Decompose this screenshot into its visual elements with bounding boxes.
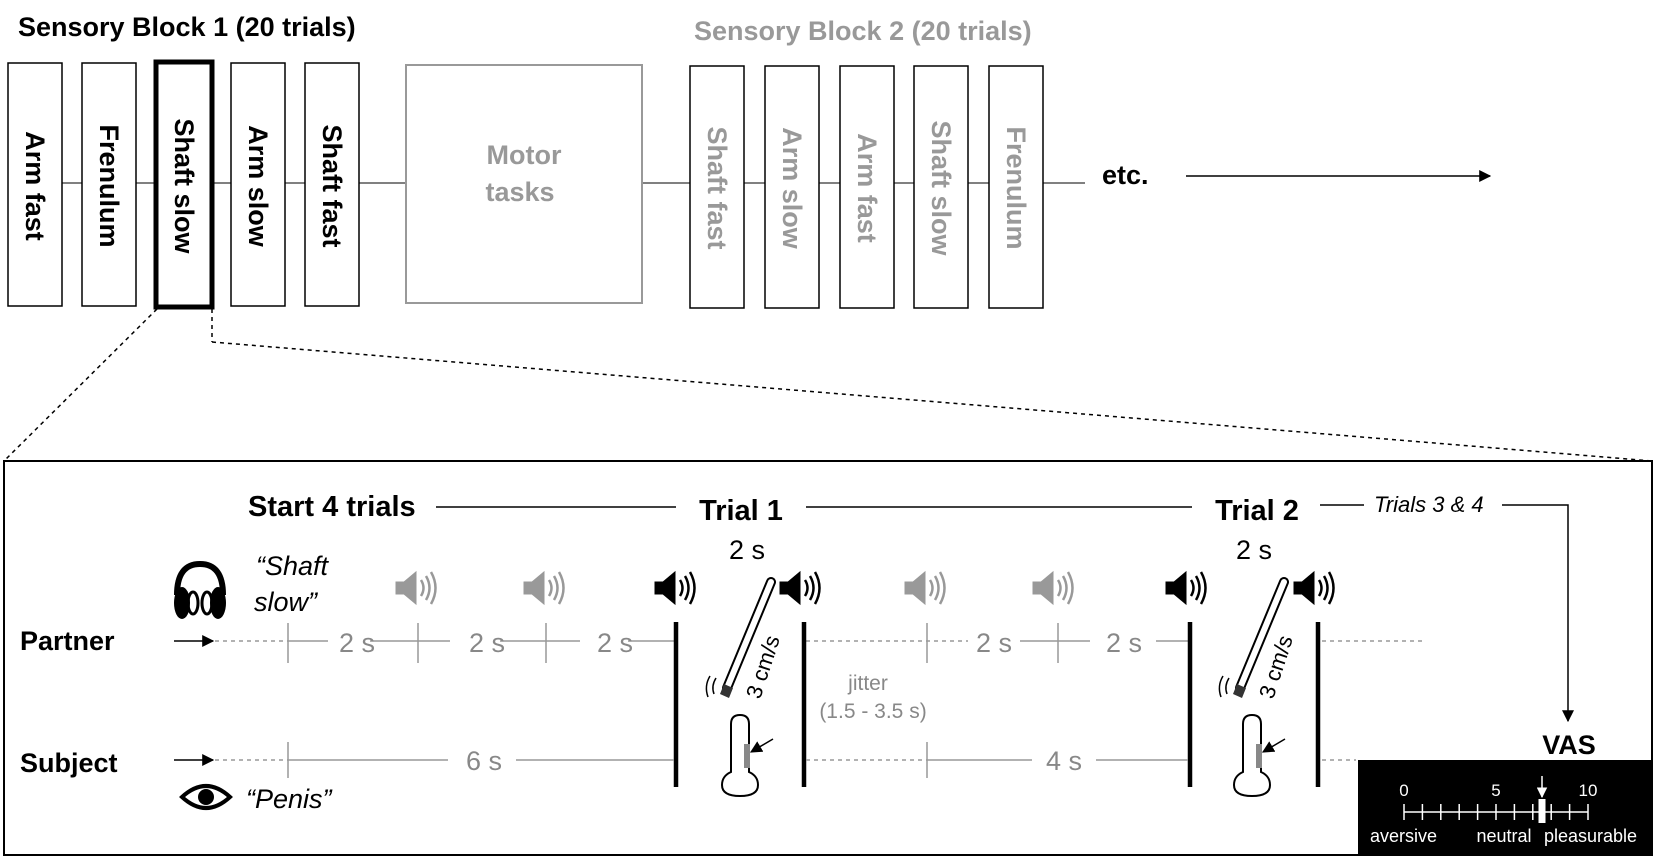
block1-label-4: Arm slow bbox=[243, 125, 273, 248]
start-label: Start 4 trials bbox=[248, 491, 416, 523]
trials34-arrow bbox=[1502, 504, 1574, 723]
block2-label-3: Arm fast bbox=[852, 133, 882, 243]
box2-3 bbox=[839, 65, 895, 309]
block2-label-5: Frenulum bbox=[1001, 126, 1031, 249]
block1-label-3: Shaft slow bbox=[169, 118, 199, 254]
box-frenulum bbox=[81, 62, 137, 307]
partner-cue-line2: slow” bbox=[254, 587, 318, 617]
box-arm-slow bbox=[230, 62, 286, 307]
block1-boxes: Arm fast Frenulum Shaft slow Arm slow Sh… bbox=[7, 59, 360, 310]
trial2-duration: 2 s bbox=[1236, 535, 1272, 565]
vas-tick-10: 10 bbox=[1579, 781, 1598, 800]
brush-icon-1 bbox=[705, 577, 776, 698]
block1-label-1: Arm fast bbox=[20, 131, 50, 241]
vas-scale bbox=[1403, 804, 1589, 820]
block2-label-4: Shaft slow bbox=[926, 120, 956, 256]
penis-icon-1 bbox=[720, 713, 774, 798]
vas-tick-5: 5 bbox=[1491, 781, 1500, 800]
subject-label: Subject bbox=[20, 748, 118, 778]
etc-label: etc. bbox=[1102, 160, 1149, 190]
partner-interval-3: 2 s bbox=[597, 628, 633, 658]
penis-icon-2 bbox=[1232, 713, 1286, 798]
box2-5 bbox=[988, 65, 1044, 309]
partner-cue-line1: “Shaft bbox=[256, 551, 330, 581]
subject-timeline bbox=[215, 742, 1356, 778]
trial1-label: Trial 1 bbox=[699, 495, 783, 527]
partner-interval-4: 2 s bbox=[976, 628, 1012, 658]
vas-title: VAS bbox=[1542, 730, 1596, 760]
motor-label-2: tasks bbox=[485, 177, 554, 207]
zoom-line-right-b bbox=[211, 341, 1653, 462]
zoom-line-left bbox=[3, 308, 158, 462]
box-shaft-fast bbox=[304, 62, 360, 307]
partner-timeline bbox=[215, 623, 1422, 663]
jitter-label-1: jitter bbox=[847, 672, 888, 695]
box-motor-tasks bbox=[405, 64, 643, 304]
vas-label-right: pleasurable bbox=[1544, 826, 1637, 846]
vas-label-mid: neutral bbox=[1476, 826, 1531, 846]
brush-icon-2 bbox=[1218, 577, 1289, 698]
box2-1 bbox=[689, 65, 745, 309]
trial2-label: Trial 2 bbox=[1215, 495, 1299, 527]
subject-interval-2: 4 s bbox=[1046, 746, 1082, 776]
vas-label-left: aversive bbox=[1370, 826, 1437, 846]
trial1-duration: 2 s bbox=[729, 535, 765, 565]
block1-title: Sensory Block 1 (20 trials) bbox=[18, 12, 356, 42]
box-shaft-slow-selected bbox=[153, 59, 215, 310]
partner-interval-1: 2 s bbox=[339, 628, 375, 658]
partner-interval-2: 2 s bbox=[469, 628, 505, 658]
block1-label-2: Frenulum bbox=[94, 124, 124, 247]
subject-cue: “Penis” bbox=[246, 784, 333, 814]
motor-label-1: Motor bbox=[487, 140, 562, 170]
eye-icon bbox=[179, 784, 233, 810]
partner-interval-5: 2 s bbox=[1106, 628, 1142, 658]
box2-2 bbox=[764, 65, 820, 309]
box2-4 bbox=[913, 65, 969, 309]
vas-tick-0: 0 bbox=[1399, 781, 1408, 800]
block2-label-1: Shaft fast bbox=[702, 126, 732, 249]
vas-box bbox=[1358, 760, 1652, 855]
block2-label-2: Arm slow bbox=[777, 127, 807, 250]
headphones-icon bbox=[174, 560, 226, 619]
vas-marker[interactable] bbox=[1538, 799, 1546, 823]
trials34-label: Trials 3 & 4 bbox=[1374, 492, 1484, 517]
partner-label: Partner bbox=[20, 626, 115, 656]
trial-bars bbox=[673, 622, 1321, 787]
block1-label-5: Shaft fast bbox=[317, 124, 347, 247]
box-arm-fast bbox=[7, 62, 63, 307]
block2-boxes: Shaft fast Arm slow Arm fast Shaft slow … bbox=[689, 65, 1044, 309]
subject-interval-1: 6 s bbox=[466, 746, 502, 776]
jitter-label-2: (1.5 - 3.5 s) bbox=[819, 700, 926, 723]
block2-title: Sensory Block 2 (20 trials) bbox=[694, 16, 1032, 46]
